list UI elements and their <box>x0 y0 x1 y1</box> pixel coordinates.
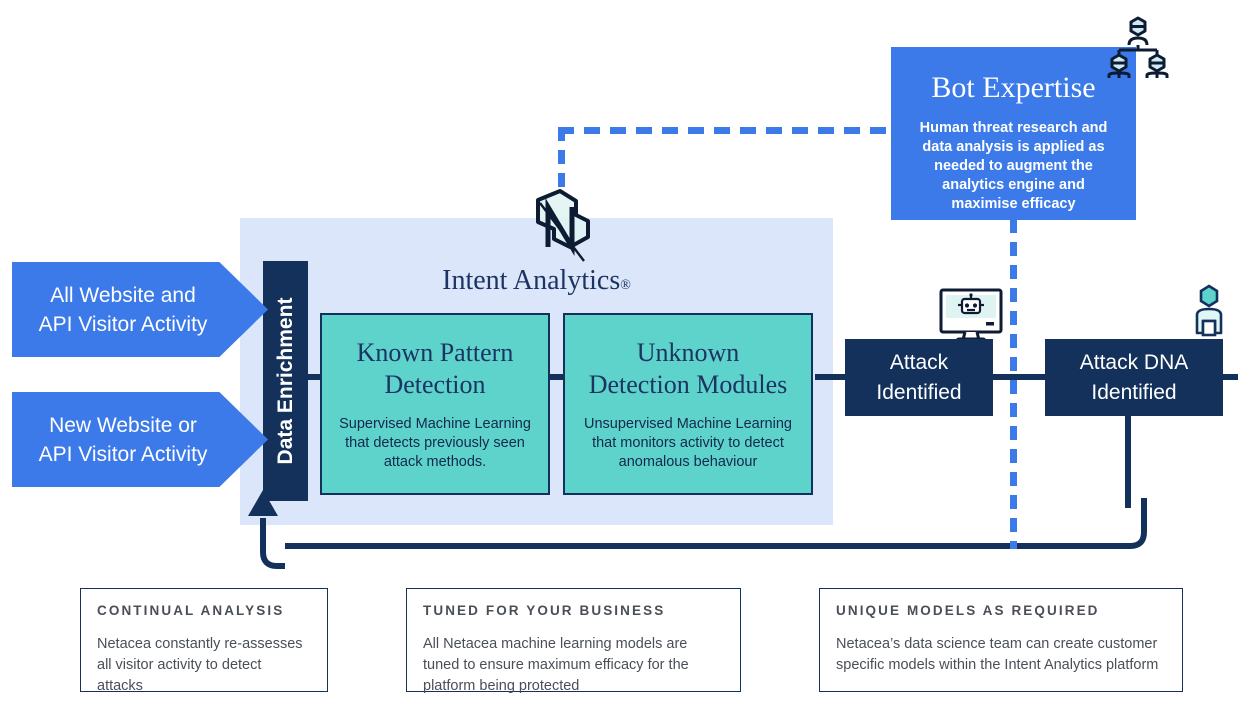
outcome-attack-identified[interactable]: Attack Identified <box>845 339 993 416</box>
note-heading-continual-analysis: CONTINUAL ANALYSIS <box>97 603 285 618</box>
note-body-unique-models: Netacea’s data science team can create c… <box>836 636 1159 673</box>
module-unknown-description: Unsupervised Machine Learning that monit… <box>584 415 792 470</box>
feedback-loop-path <box>248 490 1147 569</box>
dashed-connector-vertical-right <box>1010 219 1017 549</box>
connector-modules-to-attack <box>815 374 860 380</box>
input-arrow-all-traffic[interactable]: All Website and API Visitor Activity <box>12 262 268 357</box>
outcome-attack-dna-line1: Attack DNA <box>1079 350 1189 374</box>
dashed-connector-horizontal <box>558 127 903 134</box>
data-enrichment-label: Data Enrichment <box>273 297 297 465</box>
outcome-attack-identified-line2: Identified <box>876 380 962 404</box>
connector-attack-dna-down <box>1125 416 1131 508</box>
module-unknown-title-line2: Detection Modules <box>588 369 788 399</box>
bot-expertise-title: Bot Expertise <box>931 71 1096 104</box>
netacea-n-logo-icon <box>508 185 604 265</box>
module-unknown-detection-modules[interactable]: Unknown Detection Modules Unsupervised M… <box>563 313 813 495</box>
dashed-connector-to-logo <box>558 127 565 192</box>
person-icon <box>1190 283 1228 343</box>
note-body-tuned-for-business: All Netacea machine learning models are … <box>423 636 689 694</box>
module-known-title-line1: Known Pattern <box>356 337 514 367</box>
note-card-unique-models[interactable]: UNIQUE MODELS AS REQUIRED Netacea’s data… <box>819 588 1183 692</box>
bot-expertise-description: Human threat research and data analysis … <box>919 120 1108 212</box>
module-unknown-title-line1: Unknown <box>636 337 740 367</box>
connector-between-outcomes <box>985 374 1050 380</box>
bot-expertise-card[interactable]: Bot Expertise Human threat research and … <box>891 47 1136 220</box>
note-heading-unique-models: UNIQUE MODELS AS REQUIRED <box>836 603 1100 618</box>
connector-outcome-right-stub <box>1218 374 1238 380</box>
outcome-attack-dna-identified[interactable]: Attack DNA Identified <box>1045 339 1223 416</box>
module-known-description: Supervised Machine Learning that detects… <box>339 415 531 470</box>
connector-between-modules <box>548 374 568 380</box>
team-people-icon <box>1104 12 1172 80</box>
input-arrow-all-traffic-line1: All Website and <box>50 283 196 307</box>
input-arrow-new-traffic-line2: API Visitor Activity <box>38 442 208 466</box>
module-known-pattern-detection[interactable]: Known Pattern Detection Supervised Machi… <box>320 313 550 495</box>
intent-analytics-title: Intent Analytics <box>442 265 621 296</box>
input-arrow-new-traffic[interactable]: New Website or API Visitor Activity <box>12 392 268 487</box>
connector-enrichment-to-module <box>303 374 327 380</box>
note-heading-tuned-for-business: TUNED FOR YOUR BUSINESS <box>423 603 666 618</box>
registered-mark: ® <box>620 278 631 293</box>
input-arrow-new-traffic-line1: New Website or <box>49 413 197 437</box>
note-body-continual-analysis: Netacea constantly re-assesses all visit… <box>97 636 303 694</box>
data-enrichment-bar[interactable]: Data Enrichment <box>263 261 308 501</box>
page-title: Intent Analytics® <box>240 262 833 300</box>
note-card-tuned-for-business[interactable]: TUNED FOR YOUR BUSINESS All Netacea mach… <box>406 588 741 694</box>
monitor-robot-icon <box>938 288 1004 346</box>
outcome-attack-dna-line2: Identified <box>1091 380 1177 404</box>
outcome-attack-identified-line1: Attack <box>889 350 949 374</box>
note-card-continual-analysis[interactable]: CONTINUAL ANALYSIS Netacea constantly re… <box>80 588 328 694</box>
input-arrow-all-traffic-line2: API Visitor Activity <box>38 312 208 336</box>
module-known-title-line2: Detection <box>384 369 486 399</box>
